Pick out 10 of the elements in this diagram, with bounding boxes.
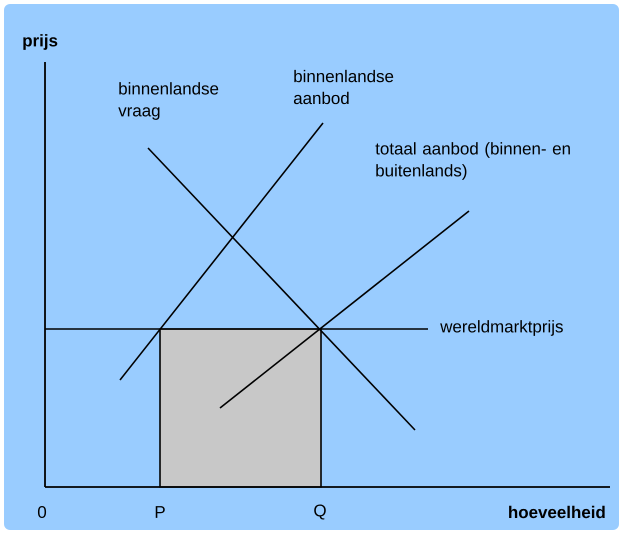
line-label: wereldmarktprijs	[440, 320, 563, 336]
curve-label: totaal aanbod (binnen- en buitenlands)	[375, 142, 570, 180]
shaded-area	[159, 328, 322, 488]
curve-label: binnenlandse aanbod	[294, 70, 394, 104]
tick-label: 0	[38, 506, 46, 518]
tick-label: Q	[314, 504, 326, 520]
axis-label: prijs	[23, 34, 58, 50]
axis-label: hoeveelheid	[509, 506, 605, 518]
curve-label: binnenlandse vraag	[118, 82, 218, 120]
tick-label: P	[156, 506, 165, 518]
